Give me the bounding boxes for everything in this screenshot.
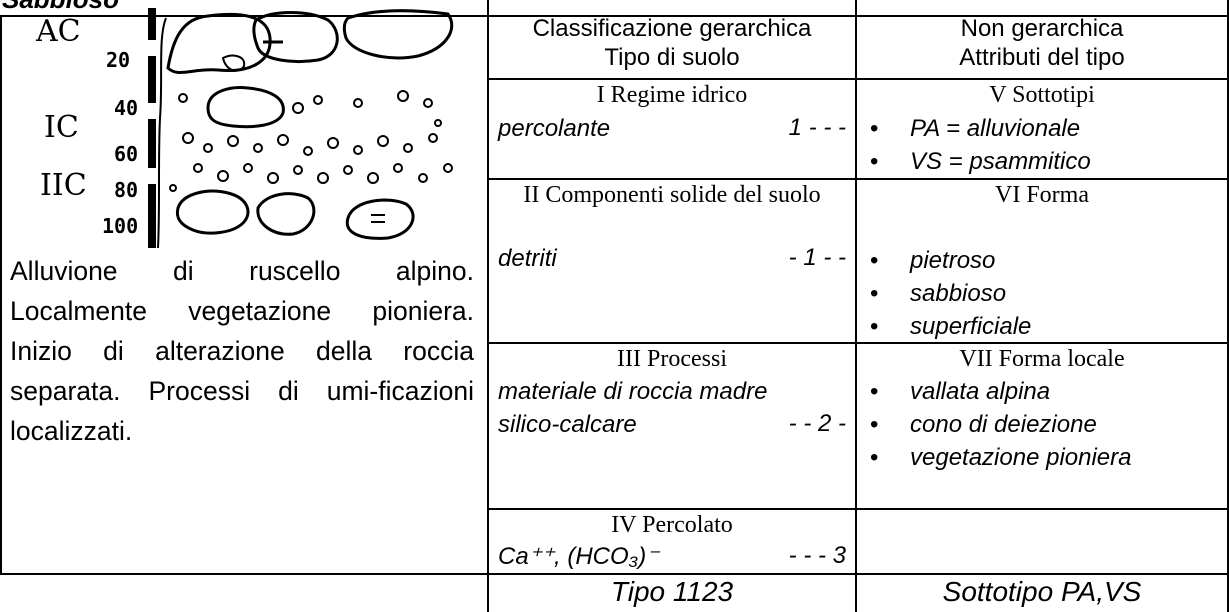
row-item-code: - - 2 - xyxy=(788,410,846,437)
depth-tick-label: 60 xyxy=(114,142,139,166)
type-code-footer: Tipo 1123 xyxy=(610,576,734,607)
header-right-line-2: Attributi del tipo xyxy=(959,44,1125,71)
row-item-text: Ca⁺⁺, (HCO₃)⁻ xyxy=(498,543,659,570)
depth-tick-label: 40 xyxy=(114,96,139,120)
row-title-right: V Sottotipi xyxy=(989,82,1095,108)
row-divider xyxy=(488,178,1229,180)
column-divider-2 xyxy=(855,0,857,612)
row-divider xyxy=(0,573,1229,575)
page-title: Sabbioso xyxy=(2,0,119,15)
header-right: Non gerarchica Attributi del tipo xyxy=(857,14,1227,72)
profile-description: Alluvione di ruscello alpino. Localmente… xyxy=(10,256,474,446)
attribute-list: vallata alpina cono di deiezione vegetaz… xyxy=(868,377,1132,476)
list-item: vallata alpina xyxy=(868,377,1132,410)
row-item-text: silico-calcare xyxy=(498,411,637,438)
row-title-left: I Regime idrico xyxy=(596,82,748,108)
depth-tick-label: 20 xyxy=(106,48,131,72)
table-right-border xyxy=(1227,0,1229,612)
horizon-label: IC xyxy=(44,110,79,145)
depth-tick-label: 80 xyxy=(114,178,139,202)
row-item-text: materiale di roccia madre xyxy=(498,378,768,405)
attribute-list: pietroso sabbioso superficiale xyxy=(868,246,1031,345)
depth-tick-label: 100 xyxy=(102,214,139,238)
row-title-left: IV Percolato xyxy=(611,512,733,538)
row-title-right: VII Forma locale xyxy=(959,346,1125,372)
table-top-border xyxy=(0,15,1229,17)
table-left-border xyxy=(0,15,2,574)
list-item: pietroso xyxy=(868,246,1031,279)
horizon-label: IIC xyxy=(40,168,87,203)
list-item: cono di deiezione xyxy=(868,410,1132,443)
list-item: vegetazione pioniera xyxy=(868,443,1132,476)
row-title-right: VI Forma xyxy=(995,182,1089,208)
row-item-code: 1 - - - xyxy=(788,114,846,141)
row-title-left: III Processi xyxy=(617,346,727,372)
list-item: sabbioso xyxy=(868,279,1031,312)
list-item: VS = psammitico xyxy=(868,147,1091,180)
list-item: superficiale xyxy=(868,312,1031,345)
header-left-line-2: Tipo di suolo xyxy=(604,44,740,71)
list-item: PA = alluvionale xyxy=(868,114,1091,147)
header-right-line-1: Non gerarchica xyxy=(960,15,1124,42)
row-item-code: - - - 3 xyxy=(788,542,846,569)
row-divider xyxy=(488,78,1229,80)
soil-profile-diagram: AC IC IIC 20 40 60 80 100 xyxy=(8,8,488,248)
horizon-label: AC xyxy=(36,14,81,49)
column-divider-1 xyxy=(487,0,489,612)
attribute-list: PA = alluvionale VS = psammitico xyxy=(868,114,1091,180)
header-left-line-1: Classificazione gerarchica xyxy=(532,15,812,42)
row-divider xyxy=(488,508,1229,510)
row-item-code: - 1 - - xyxy=(788,244,846,271)
row-item-text: percolante xyxy=(498,115,611,142)
header-left: Classificazione gerarchica Tipo di suolo xyxy=(489,14,855,72)
row-item-text: detriti xyxy=(498,245,557,272)
row-divider xyxy=(488,342,1229,344)
subtype-code-footer: Sottotipo PA,VS xyxy=(942,576,1142,607)
row-title-left: II Componenti solide del suolo xyxy=(523,182,821,208)
